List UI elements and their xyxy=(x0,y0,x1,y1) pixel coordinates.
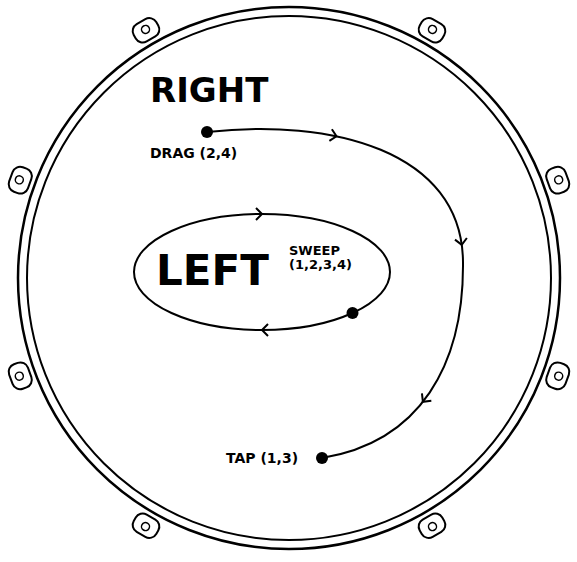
lug-hole xyxy=(14,371,24,381)
lug-body xyxy=(6,165,34,196)
drum-lug xyxy=(544,165,572,196)
drum-rim xyxy=(18,7,560,549)
drum-lug xyxy=(544,360,572,391)
stroke-label: TAP (1,3) xyxy=(226,451,298,466)
drum-head-edge xyxy=(27,16,551,540)
lug-hole xyxy=(554,175,564,185)
drum-lug xyxy=(6,360,34,391)
stroke-label: SWEEP (1,2,3,4) xyxy=(289,244,369,273)
arrowhead xyxy=(262,324,268,336)
lug-hole xyxy=(554,371,564,381)
sweep-dot xyxy=(347,307,359,319)
start-dot xyxy=(201,126,213,138)
lug-hole xyxy=(140,24,151,35)
lug-body xyxy=(6,360,34,391)
lug-hole xyxy=(427,24,438,35)
lug-body xyxy=(544,165,572,196)
lug-hole xyxy=(140,521,151,532)
lug-hole xyxy=(14,175,24,185)
hand-label: RIGHT xyxy=(150,72,268,109)
arrowhead xyxy=(256,208,262,220)
end-dot xyxy=(316,452,328,464)
drum-head: RIGHT DRAG (2,4) TAP (1,3) LEFT SWEEP (1,2,3… xyxy=(17,6,561,550)
arrowhead xyxy=(329,129,337,142)
drum-lug xyxy=(6,165,34,196)
arrowhead xyxy=(455,238,468,246)
stroke-label: DRAG (2,4) xyxy=(150,146,237,161)
hand-label: LEFT xyxy=(156,248,269,294)
circle-outline xyxy=(17,6,561,550)
arrowhead xyxy=(418,393,431,405)
lug-hole xyxy=(427,521,438,532)
sweep-path xyxy=(134,214,390,330)
lug-body xyxy=(544,360,572,391)
sweep-ellipse: LEFT SWEEP (1,2,3,4) xyxy=(132,212,392,332)
